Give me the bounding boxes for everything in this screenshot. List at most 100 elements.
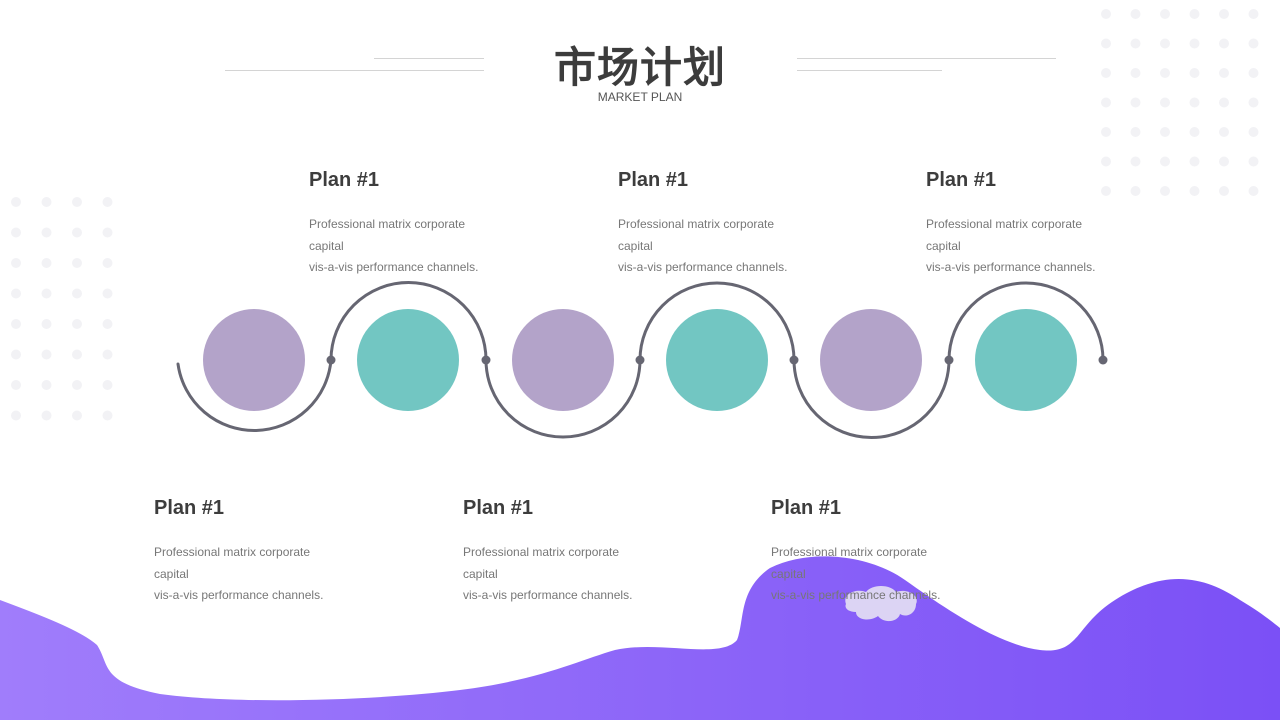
pattern-dot — [1130, 156, 1141, 167]
pattern-dot — [1160, 127, 1170, 137]
pattern-dot — [1101, 97, 1111, 108]
pattern-dot — [102, 288, 113, 299]
joint-dot — [326, 355, 336, 365]
pattern-dot — [1248, 68, 1259, 78]
pattern-dot — [1248, 38, 1259, 49]
dot-pattern-left — [11, 197, 113, 421]
pattern-dot — [41, 349, 52, 360]
pattern-dot — [1219, 68, 1229, 78]
plan-description-line: Professional matrix corporate — [463, 545, 620, 559]
pattern-dot — [1219, 97, 1229, 108]
pattern-dot — [11, 319, 21, 329]
pattern-dot — [72, 197, 82, 207]
pattern-dot — [1101, 186, 1111, 196]
pattern-dot — [1189, 38, 1200, 49]
pattern-dot — [1219, 156, 1229, 167]
plan-title: Plan #1 — [154, 497, 225, 519]
pattern-dot — [41, 410, 52, 421]
plan-title: Plan #1 — [309, 169, 380, 191]
pattern-dot — [102, 349, 113, 360]
cloud-icon — [845, 586, 917, 622]
pattern-dot — [41, 197, 52, 207]
pattern-dot — [1160, 9, 1170, 19]
pattern-dot — [11, 349, 21, 360]
pattern-dot — [1160, 156, 1170, 167]
pattern-dot — [72, 319, 82, 329]
pattern-dot — [1219, 38, 1229, 49]
plan-description-line: Professional matrix corporate — [618, 217, 775, 231]
pattern-dot — [1101, 38, 1111, 49]
plan-description: Professional matrix corporate capital vi… — [154, 542, 384, 607]
plan-description: Professional matrix corporate capital vi… — [309, 214, 539, 279]
pattern-dot — [1160, 68, 1170, 78]
pattern-dot — [1189, 127, 1200, 137]
plan-description-line: capital — [771, 566, 806, 581]
pattern-dot — [102, 197, 113, 207]
pattern-dot — [41, 288, 52, 299]
dot-pattern-top-right — [1101, 9, 1259, 196]
title-rule-left-short — [374, 58, 484, 59]
pattern-dot — [1189, 68, 1200, 78]
timeline-node-3 — [512, 309, 614, 411]
plan-description-line: vis-a-vis performance channels. — [463, 588, 633, 602]
timeline-node-1 — [203, 309, 305, 411]
connector-arc-2 — [329, 281, 488, 362]
plan-description-line: capital — [309, 238, 344, 253]
pattern-dot — [41, 258, 52, 268]
page-subtitle: MARKET PLAN — [597, 90, 683, 104]
pattern-dot — [1219, 9, 1229, 19]
pattern-dot — [72, 349, 82, 360]
pattern-dot — [1101, 68, 1111, 78]
timeline-connector — [176, 281, 1105, 439]
plan-card-6: Plan #1 Professional matrix corporate ca… — [771, 496, 1001, 607]
pattern-dot — [1160, 186, 1170, 196]
pattern-dot — [1189, 97, 1200, 108]
pattern-dot — [1189, 186, 1200, 196]
joint-dot — [481, 355, 491, 365]
pattern-dot — [1160, 97, 1170, 108]
plan-description: Professional matrix corporate capital vi… — [463, 542, 693, 607]
plan-description-line: vis-a-vis performance channels. — [926, 260, 1096, 274]
plan-description-line: Professional matrix corporate — [309, 217, 466, 231]
pattern-dot — [102, 410, 113, 421]
pattern-dot — [1248, 156, 1259, 167]
title-rule-right-long — [797, 58, 1056, 59]
plan-description: Professional matrix corporate capital vi… — [771, 542, 1001, 607]
pattern-dot — [1130, 38, 1141, 49]
plan-card-3: Plan #1 Professional matrix corporate ca… — [926, 168, 1156, 279]
plan-description: Professional matrix corporate capital vi… — [926, 214, 1156, 279]
pattern-dot — [72, 258, 82, 268]
plan-card-2: Plan #1 Professional matrix corporate ca… — [618, 168, 848, 279]
pattern-dot — [1101, 127, 1111, 137]
pattern-dot — [1189, 156, 1200, 167]
pattern-dot — [41, 319, 52, 329]
plan-title: Plan #1 — [926, 169, 997, 191]
connector-joints — [326, 355, 1108, 365]
timeline-node-2 — [357, 309, 459, 411]
plan-description-line: vis-a-vis performance channels. — [618, 260, 788, 274]
joint-dot — [635, 355, 645, 365]
pattern-dot — [11, 227, 21, 238]
joint-dot — [789, 355, 799, 365]
pattern-dot — [72, 288, 82, 299]
plan-description-line: capital — [463, 566, 498, 581]
pattern-dot — [1248, 127, 1259, 137]
joint-dot — [1098, 355, 1108, 365]
pattern-dot — [1248, 9, 1259, 19]
connector-arc-5 — [792, 358, 951, 439]
plan-description-line: vis-a-vis performance channels. — [771, 588, 941, 602]
pattern-dot — [102, 258, 113, 268]
connector-arc-3 — [484, 358, 642, 439]
pattern-dot — [72, 410, 82, 421]
pattern-dot — [1219, 186, 1229, 196]
pattern-dot — [11, 258, 21, 268]
pattern-dot — [72, 380, 82, 390]
pattern-dot — [1130, 186, 1141, 196]
timeline-node-6 — [975, 309, 1077, 411]
plan-description-line: Professional matrix corporate — [154, 545, 311, 559]
pattern-dot — [1130, 68, 1141, 78]
plan-title: Plan #1 — [771, 497, 842, 519]
wave-shape — [0, 556, 1280, 720]
pattern-dot — [11, 197, 21, 207]
